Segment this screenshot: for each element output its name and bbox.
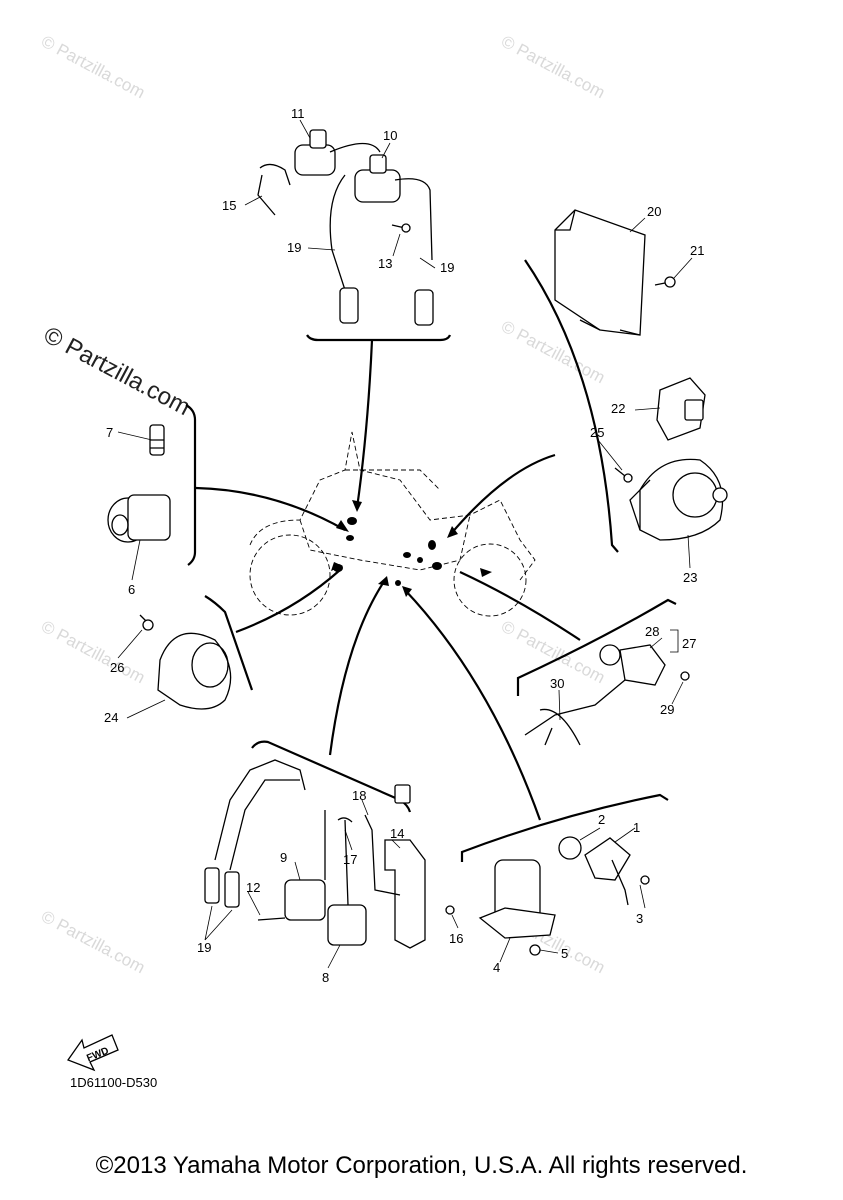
- callout-18: 18: [352, 788, 366, 803]
- callout-2: 2: [598, 812, 605, 827]
- callout-6: 6: [128, 582, 135, 597]
- ecu-unit: [554, 209, 676, 336]
- solenoid-group: [478, 836, 650, 956]
- watermark: © Partzilla.com: [38, 32, 148, 103]
- callout-12: 12: [246, 880, 260, 895]
- watermark: © Partzilla.com: [498, 317, 608, 388]
- callout-4: 4: [493, 960, 500, 975]
- callout-16: 16: [449, 931, 463, 946]
- copyright-notice: ©2013 Yamaha Motor Corporation, U.S.A. A…: [95, 1152, 748, 1179]
- ignition-coil-bottom: [204, 759, 455, 949]
- group-brackets: [185, 259, 677, 862]
- callout-20: 20: [647, 204, 661, 219]
- callout-14: 14: [390, 826, 404, 841]
- leader-lines: [195, 339, 581, 821]
- callout-11: 11: [291, 106, 305, 121]
- callout-21: 21: [690, 243, 704, 258]
- callout-3: 3: [636, 911, 643, 926]
- callout-24: 24: [104, 710, 118, 725]
- callout-29: 29: [660, 702, 674, 717]
- callout-22: 22: [611, 401, 625, 416]
- callout-10: 10: [383, 128, 397, 143]
- callout-28: 28: [645, 624, 659, 639]
- callout-13: 13: [378, 256, 392, 271]
- callout-25: 25: [590, 425, 604, 440]
- arrowheads: [331, 500, 492, 597]
- callout-lines: [117, 119, 693, 969]
- callout-19-bottom: 19: [197, 940, 211, 955]
- callout-19-right: 19: [440, 260, 454, 275]
- horn-left: [139, 614, 232, 710]
- motorcycle-silhouette: [249, 431, 536, 617]
- speed-sensor: [524, 644, 690, 746]
- relay: [656, 377, 706, 441]
- callout-7: 7: [106, 425, 113, 440]
- ignition-coil-top: [257, 129, 434, 326]
- callout-23: 23: [683, 570, 697, 585]
- callout-30: 30: [550, 676, 564, 691]
- callout-5: 5: [561, 946, 568, 961]
- thermo-sensor: [107, 424, 171, 543]
- watermark: © Partzilla.com: [38, 617, 148, 688]
- callout-19-left: 19: [287, 240, 301, 255]
- watermark: © Partzilla.com: [498, 32, 608, 103]
- callout-15: 15: [222, 198, 236, 213]
- watermark-brand: © Partzilla.com: [39, 321, 194, 421]
- diagram-code: 1D61100-D530: [70, 1075, 157, 1090]
- fwd-arrow-icon: FWD: [66, 1034, 119, 1072]
- horn-right: [614, 458, 728, 541]
- callout-26: 26: [110, 660, 124, 675]
- callout-9: 9: [280, 850, 287, 865]
- watermark: © Partzilla.com: [38, 907, 148, 978]
- callout-8: 8: [322, 970, 329, 985]
- callout-17: 17: [343, 852, 357, 867]
- callout-27: 27: [682, 636, 696, 651]
- callout-1: 1: [633, 820, 640, 835]
- callout-labels: 1 2 3 4 5 6 7 8 9 10 11 12 13 14 15 16 1…: [104, 106, 704, 985]
- motorcycle-part-markers: [333, 517, 442, 586]
